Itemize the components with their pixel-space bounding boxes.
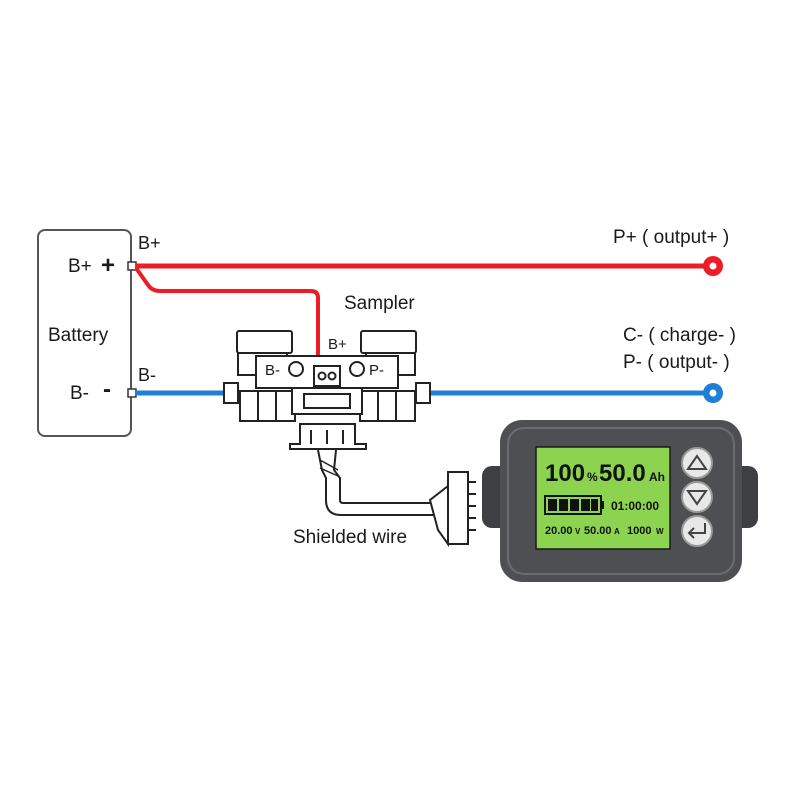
sampler-sense-terminal [313,365,341,387]
p-minus-label: P- ( output- ) [623,352,730,373]
meter-plug [447,471,469,545]
sampler-nut-right [360,330,417,354]
battery-plus-sign: + [101,252,115,279]
lcd-power-unit: W [656,527,664,536]
lcd-current: 50.00 [584,525,612,537]
down-arrow-icon [686,490,708,506]
sampler-screw-left-icon [288,361,304,377]
battery-level-bar-1 [548,499,557,511]
battery-minus-sign: - [103,376,111,403]
negative-output-terminal-hole [709,389,717,397]
sampler-screw-right-icon [349,361,365,377]
sampler-label: Sampler [344,293,415,314]
sampler-sense-wire [134,266,320,370]
shielded-wire-strands [319,459,339,477]
sampler-bplus-label: B+ [328,336,347,353]
lcd-percent-unit: % [587,470,598,484]
meter-bezel [507,427,735,575]
positive-output-terminal-hole [709,262,717,270]
sampler-bminus-label: B- [265,362,280,379]
lcd-time: 01:00:00 [611,499,659,513]
battery-level-bar-5 [591,499,598,511]
c-minus-label: C- ( charge- ) [623,325,736,346]
battery-positive-label: B+ [68,256,92,277]
enter-button-face[interactable] [681,515,713,547]
down-button[interactable] [681,481,713,513]
lcd-power: 1000 [627,525,651,537]
lcd-percent: 100 [545,460,585,487]
up-arrow-icon [686,454,708,470]
lcd-capacity-unit: Ah [649,470,665,484]
up-button[interactable] [681,447,713,479]
battery-box [37,229,132,437]
sampler-base-left [239,390,296,422]
enter-icon [687,523,706,539]
lcd-voltage: 20.00 [545,525,573,537]
shielded-wire-upper [317,449,440,516]
sampler-sense-screw-right [327,371,337,381]
sampler [223,330,431,450]
lcd-screen [535,446,671,550]
battery-level-bar-2 [559,499,568,511]
sampler-pminus-label: P- [369,362,384,379]
wire-bminus-label: B- [138,365,156,385]
enter-button[interactable] [681,515,713,547]
p-plus-label: P+ ( output+ ) [613,227,729,248]
sampler-base-right [359,390,416,422]
sampler-lug-right [415,382,431,404]
lcd-current-unit: A [614,527,620,536]
battery-negative-terminal [127,388,137,398]
battery-level-bar-4 [581,499,590,511]
sampler-lug-left [223,382,239,404]
battery-positive-terminal [127,261,137,271]
battery-negative-label: B- [70,383,89,404]
up-button-face[interactable] [681,447,713,479]
shielded-wire-lower [332,449,440,504]
battery-level-tip [601,501,604,509]
battery-label: Battery [48,325,109,346]
lcd-voltage-unit: V [575,527,581,536]
shielded-wire-label: Shielded wire [293,527,407,548]
lcd-capacity: 50.0 [599,460,646,487]
sampler-connector-slot [303,393,351,409]
sampler-sense-screw-left [317,371,327,381]
battery-level-bar-3 [570,499,579,511]
wire-bplus-label: B+ [138,233,161,253]
sampler-nut-left [236,330,293,354]
down-button-face[interactable] [681,481,713,513]
meter: 100 % 50.0 Ah 01:00:00 20.00 V 50.00 A 1… [482,420,758,582]
